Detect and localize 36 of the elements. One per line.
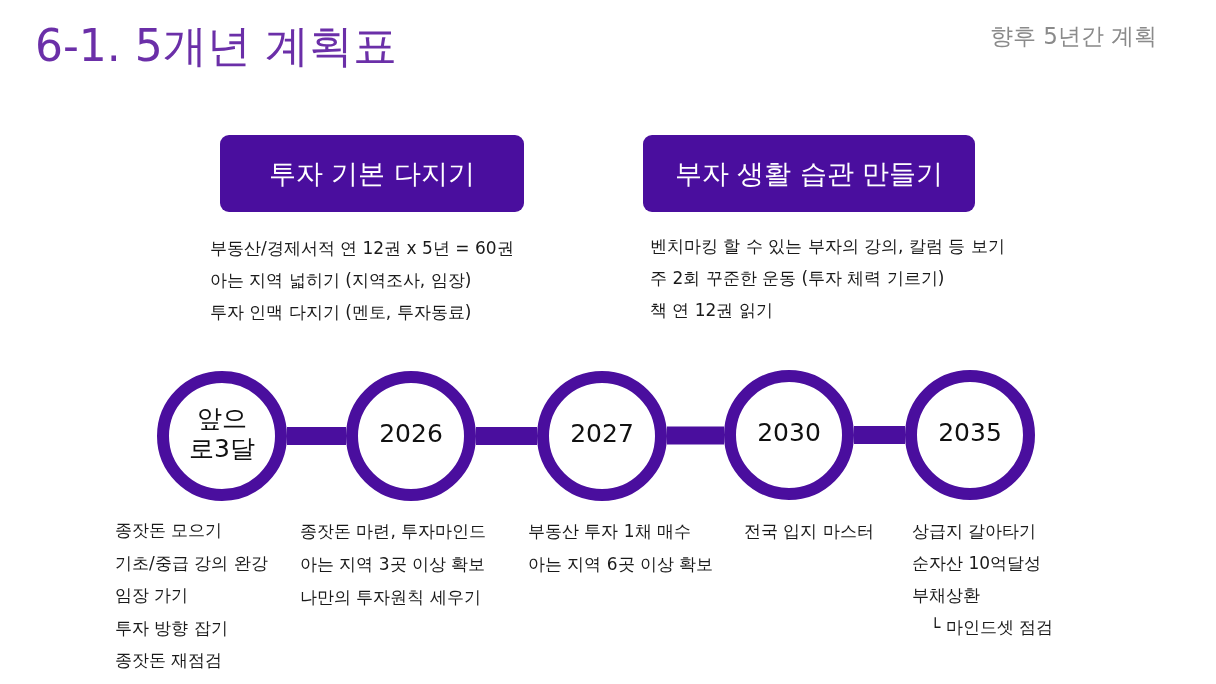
page-title: 6-1. 5개년 계획표 (35, 19, 397, 73)
plan-item: 상급지 갈아타기 (912, 520, 1037, 542)
plan-item: 아는 지역 넓히기 (지역조사, 임장) (210, 269, 472, 291)
heading-text: 부자 생활 습관 만들기 (674, 156, 944, 191)
plan-item: 나만의 투자원칙 세우기 (300, 586, 481, 608)
timeline-connector (854, 426, 905, 444)
milestone-label: 2027 (570, 419, 634, 449)
plan-item: 아는 지역 3곳 이상 확보 (300, 553, 486, 575)
timeline-connector (667, 426, 724, 445)
plan-item: 벤치마킹 할 수 있는 부자의 강의, 칼럼 등 보기 (650, 235, 1005, 257)
timeline-connector (287, 427, 346, 445)
milestone-label: 2030 (757, 418, 821, 448)
header-note: 향후 5년간 계획 (990, 22, 1158, 51)
milestone-label: 앞으로3달 (188, 404, 256, 464)
plan-item: 임장 가기 (115, 584, 189, 606)
plan-item: 종잣돈 재점검 (115, 649, 223, 671)
heading-box (220, 135, 524, 212)
plan-item: 투자 인맥 다지기 (멘토, 투자동료) (210, 301, 472, 323)
plan-item: 부동산/경제서적 연 12권 x 5년 = 60권 (210, 237, 514, 259)
plan-item: 순자산 10억달성 (912, 552, 1042, 574)
plan-item: 주 2회 꾸준한 운동 (투자 체력 기르기) (650, 267, 945, 289)
plan-item: └ 마인드셋 점검 (930, 616, 1054, 638)
plan-item: 종잣돈 마련, 투자마인드 (300, 520, 487, 542)
plan-item: 투자 방향 잡기 (115, 616, 228, 639)
timeline-connector (476, 427, 537, 445)
plan-item: 책 연 12권 읽기 (650, 299, 773, 321)
plan-item: 부채상환 (912, 584, 980, 606)
plan-item: 부동산 투자 1채 매수 (528, 520, 692, 542)
milestone-label: 2035 (938, 418, 1002, 448)
plan-item: 기초/중급 강의 완강 (115, 551, 268, 574)
plan-item: 아는 지역 6곳 이상 확보 (528, 553, 714, 575)
plan-item: 종잣돈 모으기 (115, 519, 223, 541)
milestone-label: 2026 (379, 419, 443, 449)
plan-item: 전국 입지 마스터 (744, 520, 874, 542)
heading-text: 투자 기본 다지기 (268, 156, 476, 191)
heading-box (643, 135, 975, 212)
